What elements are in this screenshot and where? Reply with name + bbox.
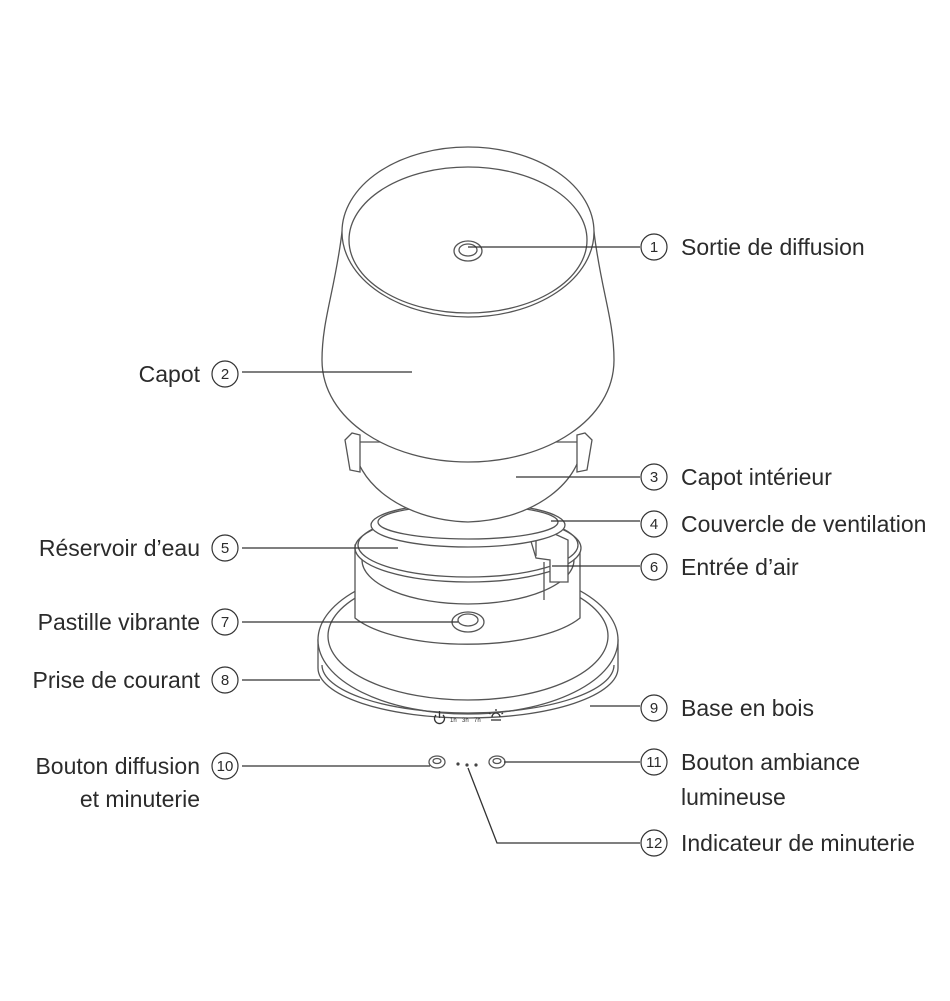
label-power-socket: Prise de courant [33, 667, 201, 693]
label-diffusion-timer-button: Bouton diffusion [35, 753, 200, 779]
label-timer-indicator: Indicateur de minuterie [681, 830, 915, 856]
callout-number-3: 3 [650, 469, 658, 486]
callout-number-10: 10 [217, 758, 234, 775]
callout-number-11: 11 [646, 754, 662, 771]
ambient-light-button[interactable] [489, 756, 505, 768]
timer-label-3h: 3h [462, 718, 469, 724]
label-diffusion-outlet: Sortie de diffusion [681, 234, 865, 260]
diffusion-timer-button[interactable] [429, 756, 445, 768]
timer-label-1h: 1h [450, 718, 457, 724]
diffusion-outlet [454, 241, 482, 261]
label-vibrating-pad: Pastille vibrante [38, 609, 200, 635]
callout-number-2: 2 [221, 366, 229, 383]
label-water-tank: Réservoir d’eau [39, 535, 200, 561]
label-ambient-light-button: Bouton ambiance [681, 749, 860, 775]
callout-number-8: 8 [221, 672, 229, 689]
label-diffusion-timer-button-line2: et minuterie [80, 786, 200, 812]
callout-number-12: 12 [646, 835, 663, 852]
callout-number-7: 7 [221, 614, 229, 631]
timer-label-7h: 7h [474, 718, 481, 724]
callout-number-9: 9 [650, 700, 658, 717]
outer-cap [322, 147, 614, 462]
timer-indicator-leds [456, 762, 477, 766]
label-inner-cap: Capot intérieur [681, 464, 832, 490]
label-ventilation-cover: Couvercle de ventilation [681, 511, 926, 537]
label-wooden-base: Base en bois [681, 695, 814, 721]
callout-number-5: 5 [221, 540, 229, 557]
label-air-inlet: Entrée d’air [681, 554, 799, 580]
callout-number-1: 1 [650, 239, 658, 256]
callout-number-4: 4 [650, 516, 658, 533]
callout-number-6: 6 [650, 559, 658, 576]
label-ambient-light-button-line2: lumineuse [681, 784, 786, 810]
label-cap: Capot [139, 361, 201, 387]
